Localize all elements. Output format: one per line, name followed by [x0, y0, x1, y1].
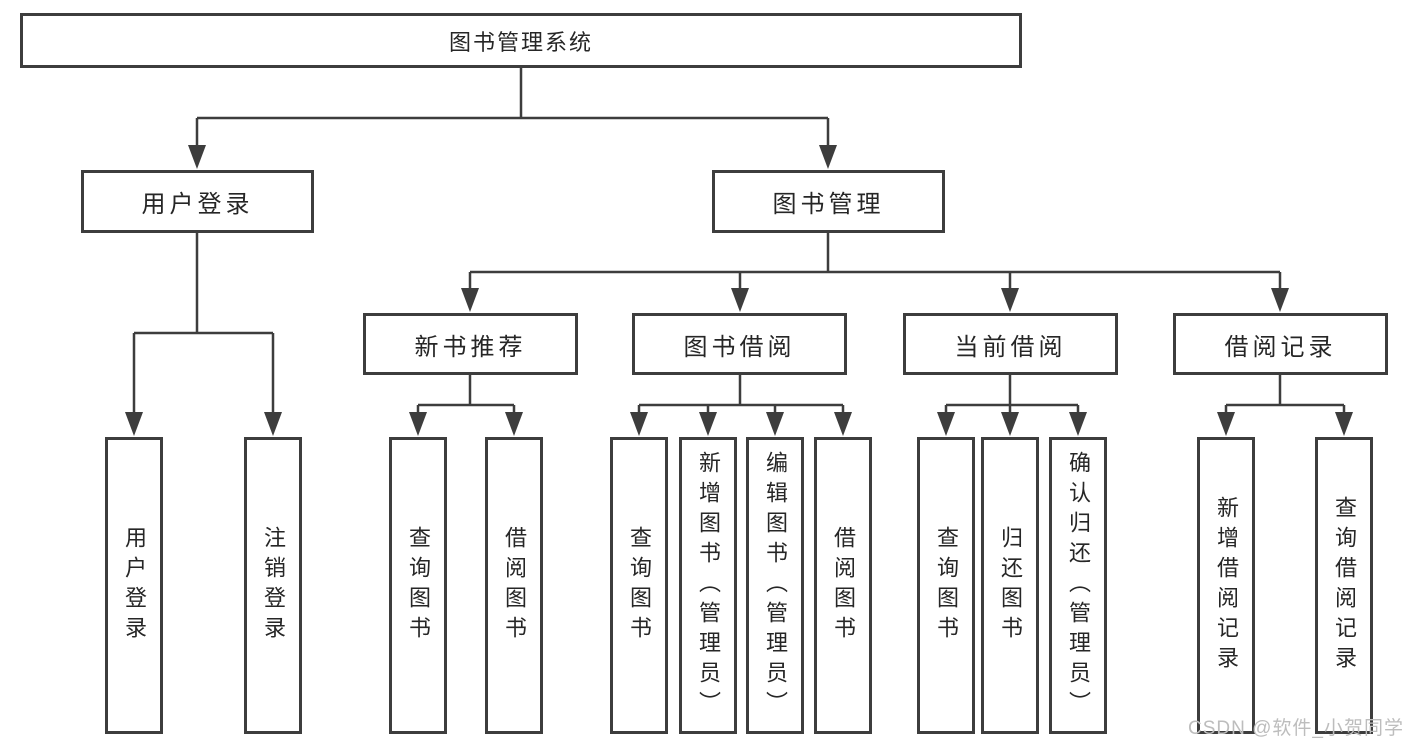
connector-book-borrow-to-leaves [630, 375, 852, 436]
connector-current-borrow-to-leaves [937, 375, 1087, 436]
node-user-login: 用户登录 [81, 170, 314, 233]
leaf-add-book-admin: 新增图书（管理员） [679, 437, 737, 734]
connector-new-books-to-leaves [409, 375, 523, 436]
leaf-label: 归还图书 [998, 525, 1023, 646]
node-label: 用户登录 [141, 191, 254, 218]
arrowhead-icon [630, 412, 852, 436]
node-label: 借阅记录 [1224, 333, 1337, 361]
leaf-edit-book-admin: 编辑图书（管理员） [746, 437, 804, 734]
node-book-borrow: 图书借阅 [632, 313, 847, 375]
leaf-borrow-books-recommend: 借阅图书 [485, 437, 543, 734]
node-label: 当前借阅 [954, 333, 1067, 361]
connector-user-login-to-leaves [125, 233, 282, 436]
arrowhead-icon [188, 145, 837, 169]
arrowhead-icon [937, 412, 1087, 436]
node-book-management: 图书管理 [712, 170, 945, 233]
node-label: 图书管理系统 [448, 29, 593, 55]
leaf-label: 新增图书（管理员） [696, 450, 721, 721]
leaf-label: 注销登录 [261, 525, 286, 646]
node-borrow-records: 借阅记录 [1173, 313, 1388, 375]
leaf-label: 确认归还（管理员） [1066, 450, 1091, 721]
leaf-return-book: 归还图书 [981, 437, 1039, 734]
csdn-watermark: CSDN @软件_小贺同学 [1188, 718, 1404, 739]
leaf-user-login: 用户登录 [105, 437, 163, 734]
node-library-system: 图书管理系统 [20, 13, 1022, 68]
leaf-borrow-books: 借阅图书 [814, 437, 872, 734]
leaf-query-books-recommend: 查询图书 [389, 437, 447, 734]
leaf-label: 新增借阅记录 [1214, 495, 1239, 676]
leaf-label: 查询借阅记录 [1332, 495, 1357, 676]
leaf-label: 编辑图书（管理员） [763, 450, 788, 721]
node-label: 新书推荐 [414, 333, 527, 361]
leaf-label: 借阅图书 [831, 525, 856, 646]
arrowhead-icon [461, 288, 1289, 312]
leaf-label: 查询图书 [934, 525, 959, 646]
arrowhead-icon [1217, 412, 1353, 436]
node-label: 图书管理 [772, 191, 885, 218]
connector-root-to-level2 [188, 68, 837, 169]
node-new-book-recommend: 新书推荐 [363, 313, 578, 375]
leaf-label: 用户登录 [122, 525, 147, 646]
arrowhead-icon [125, 412, 282, 436]
connector-borrow-records-to-leaves [1217, 375, 1353, 436]
node-label: 图书借阅 [683, 333, 796, 361]
leaf-add-borrow-record: 新增借阅记录 [1197, 437, 1255, 734]
arrowhead-icon [409, 412, 523, 436]
leaf-confirm-return-admin: 确认归还（管理员） [1049, 437, 1107, 734]
leaf-query-books-borrow: 查询图书 [610, 437, 668, 734]
leaf-label: 查询图书 [406, 525, 431, 646]
leaf-label: 借阅图书 [502, 525, 527, 646]
leaf-label: 查询图书 [627, 525, 652, 646]
leaf-logout: 注销登录 [244, 437, 302, 734]
connector-book-mgmt-to-level3 [461, 233, 1289, 312]
node-current-borrow: 当前借阅 [903, 313, 1118, 375]
leaf-query-books-current: 查询图书 [917, 437, 975, 734]
leaf-query-borrow-record: 查询借阅记录 [1315, 437, 1373, 734]
